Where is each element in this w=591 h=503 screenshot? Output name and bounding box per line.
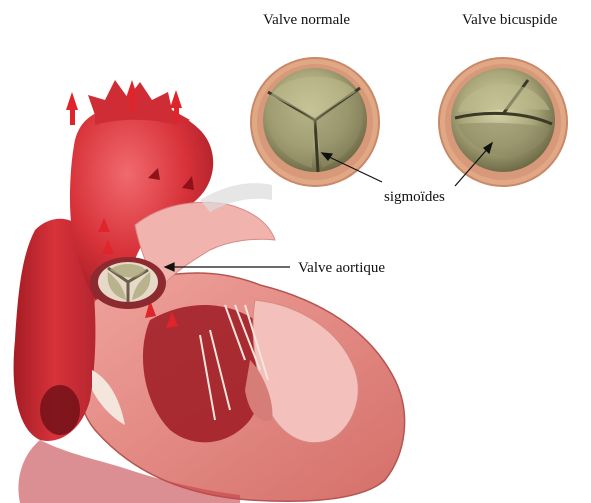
label-valve-bicuspid: Valve bicuspide <box>462 13 557 28</box>
heart-aortic-valve <box>90 257 166 309</box>
label-valve-normal: Valve normale <box>263 13 350 28</box>
atrium-opening <box>40 385 80 435</box>
flow-arrow-up-1 <box>66 92 78 125</box>
label-cusps: sigmoïdes <box>384 190 445 205</box>
label-aortic-valve: Valve aortique <box>298 261 385 276</box>
bicuspid-valve-icon <box>439 58 567 186</box>
normal-tricuspid-valve-icon <box>251 58 379 186</box>
